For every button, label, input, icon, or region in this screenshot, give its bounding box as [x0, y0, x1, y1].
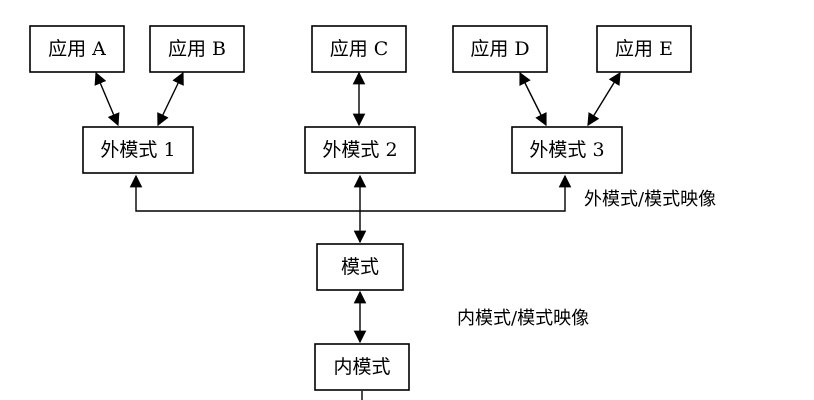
app-a-box: 应用 A	[29, 25, 125, 73]
external-schema-1-label: 外模式 1	[100, 139, 175, 161]
app-d-box: 应用 D	[452, 25, 548, 73]
app-c-box: 应用 C	[311, 25, 407, 73]
app-d-label: 应用 D	[470, 38, 529, 60]
external-schema-3-box: 外模式 3	[511, 126, 623, 174]
internal-schema-box: 内模式	[314, 343, 410, 391]
app-e-box: 应用 E	[596, 25, 692, 73]
app-c-label: 应用 C	[330, 38, 389, 60]
app-a-label: 应用 A	[48, 38, 106, 60]
external-schema-2-label: 外模式 2	[322, 139, 397, 161]
external-schema-3-label: 外模式 3	[529, 139, 604, 161]
app-e-label: 应用 E	[615, 38, 673, 60]
arrow-app-a-ext1	[94, 71, 120, 127]
internal-schema-label: 内模式	[333, 356, 390, 378]
external-mapping-bus	[129, 174, 572, 212]
external-mapping-label: 外模式/模式映像	[584, 189, 716, 210]
schema-label: 模式	[341, 256, 379, 278]
app-b-label: 应用 B	[168, 38, 226, 60]
arrow-app-d-ext3	[519, 71, 547, 127]
arrow-app-e-ext3	[587, 71, 621, 127]
schema-box: 模式	[316, 243, 404, 291]
internal-mapping-label: 内模式/模式映像	[457, 308, 589, 329]
external-schema-1-box: 外模式 1	[82, 126, 194, 174]
arrow-app-b-ext1	[157, 71, 184, 127]
external-schema-2-box: 外模式 2	[304, 126, 416, 174]
app-b-box: 应用 B	[149, 25, 245, 73]
